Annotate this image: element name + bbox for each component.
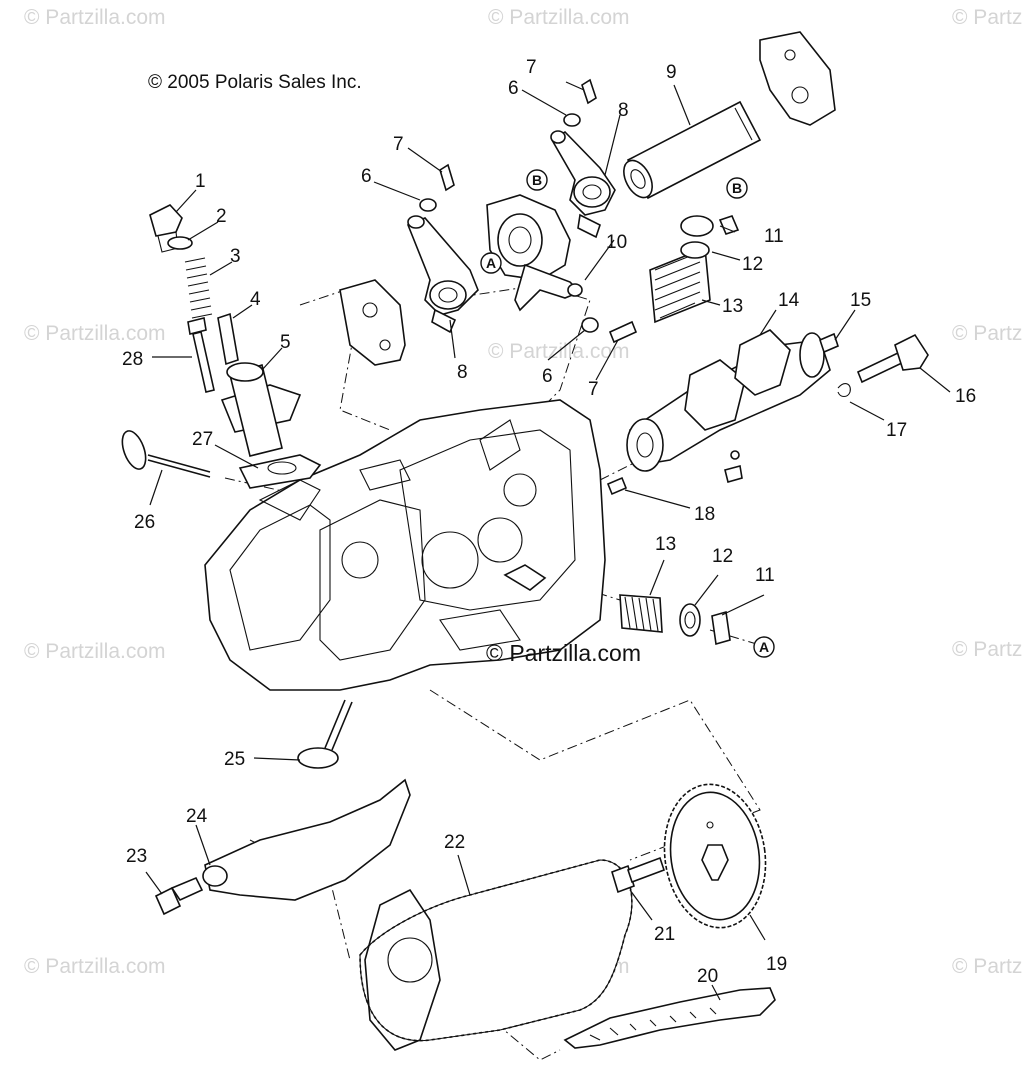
chain-guide-bolt — [154, 876, 204, 916]
callout-1: 1 — [195, 171, 206, 192]
watermark: © Partzilla.com — [952, 955, 1022, 978]
tensioner-washer — [167, 236, 193, 250]
callout-9: 9 — [666, 62, 677, 83]
reference-marker-a: A — [480, 252, 502, 274]
camshaft — [626, 329, 831, 483]
callout-7: 7 — [393, 134, 404, 155]
callout-22: 22 — [444, 832, 465, 853]
dowel-pin-15 — [819, 332, 839, 354]
callout-4: 4 — [250, 289, 261, 310]
retaining-clip — [837, 383, 851, 398]
watermark: © Partzilla.com — [24, 6, 166, 29]
chain-guide-lower — [563, 987, 776, 1049]
decompressor-shaft — [856, 333, 929, 384]
exhaust-valve — [297, 699, 353, 769]
rocker-arm-left — [406, 215, 479, 334]
cam-sprocket — [663, 783, 767, 929]
callout-3: 3 — [230, 246, 241, 267]
sprocket-bolt — [611, 856, 666, 894]
reference-marker-a: A — [753, 636, 775, 658]
svg-text:A: A — [486, 255, 496, 271]
callout-13: 13 — [722, 296, 743, 317]
crank-sprocket-area — [364, 888, 441, 1051]
watermark: © Partzilla.com — [24, 955, 166, 978]
callout-14: 14 — [778, 290, 800, 311]
tensioner-bolt — [187, 317, 215, 393]
rocker-shaft — [623, 100, 762, 200]
cylinder-head — [204, 399, 606, 691]
callout-21: 21 — [654, 924, 675, 945]
center-watermark: © Partzilla.com — [486, 640, 641, 666]
callout-26: 26 — [134, 512, 155, 533]
callout-11: 11 — [755, 565, 775, 586]
watermark: © Partzilla.com — [24, 640, 166, 663]
svg-text:A: A — [759, 639, 769, 655]
watermark: © Partzilla.com — [952, 322, 1022, 345]
watermark: © Partzilla.com — [952, 6, 1022, 29]
watermark: © Partzilla.com — [488, 6, 630, 29]
cam-chain — [359, 859, 633, 1042]
tensioner-gasket — [238, 454, 322, 489]
callout-8: 8 — [618, 100, 629, 121]
rocker-bracket-front — [339, 279, 406, 366]
callout-10: 10 — [606, 232, 627, 253]
dowel-pin-18 — [606, 476, 628, 496]
reference-marker-b: B — [526, 169, 548, 191]
valve-spring-lower — [619, 594, 731, 646]
callout-13: 13 — [655, 534, 676, 555]
callout-6: 6 — [508, 78, 519, 99]
callout-8: 8 — [457, 362, 468, 383]
callout-16: 16 — [955, 386, 976, 407]
adjusting-screws — [439, 78, 638, 344]
leader-lines — [145, 81, 951, 1001]
rocker-bracket-rear — [759, 31, 836, 126]
rocker-arm-right — [550, 130, 616, 239]
lock-nuts — [419, 113, 599, 333]
chain-tensioner — [220, 362, 302, 457]
callout-numbers: 1 2 3 4 5 6 6 6 7 7 7 8 8 9 10 11 11 12 … — [122, 57, 976, 987]
callout-27: 27 — [192, 429, 213, 450]
copyright-notice: © 2005 Polaris Sales Inc. — [148, 72, 362, 93]
tensioner-plunger — [217, 312, 239, 366]
watermark: © Partzilla.com — [24, 322, 166, 345]
callout-23: 23 — [126, 846, 147, 867]
tensioner-cap-bolt — [149, 204, 183, 253]
callout-18: 18 — [694, 504, 715, 525]
callout-7: 7 — [526, 57, 537, 78]
callout-12: 12 — [712, 546, 733, 567]
svg-text:B: B — [532, 172, 542, 188]
intake-valve — [121, 430, 211, 478]
tensioner-spring — [184, 257, 213, 319]
reference-marker-b: B — [726, 177, 748, 199]
callout-25: 25 — [224, 749, 245, 770]
chain-guide-upper — [202, 778, 411, 901]
callout-6: 6 — [542, 366, 553, 387]
valve-spring-upper — [649, 215, 740, 324]
callout-17: 17 — [886, 420, 907, 441]
rocker-arm-center — [486, 194, 583, 312]
callout-5: 5 — [280, 332, 291, 353]
callout-11: 11 — [764, 226, 784, 247]
watermark: © Partzilla.com — [952, 638, 1022, 661]
callout-20: 20 — [697, 966, 718, 987]
callout-15: 15 — [850, 290, 871, 311]
callout-6: 6 — [361, 166, 372, 187]
callout-19: 19 — [766, 954, 787, 975]
callout-12: 12 — [742, 254, 763, 275]
callout-28: 28 — [122, 349, 143, 370]
callout-7: 7 — [588, 379, 599, 400]
svg-text:B: B — [732, 180, 742, 196]
callout-24: 24 — [186, 806, 208, 827]
callout-2: 2 — [216, 206, 227, 227]
